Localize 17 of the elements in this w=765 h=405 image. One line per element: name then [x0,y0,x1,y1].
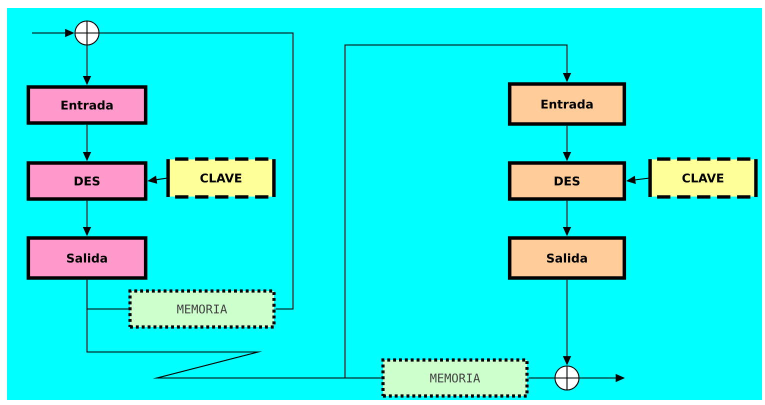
connector-line [528,377,554,379]
xor-circle [554,364,580,392]
connector-line [86,280,128,310]
arrow [344,44,572,378]
connector-line [345,377,382,379]
memory-box: MEMORIA [381,358,529,398]
process-box: Salida [508,236,626,280]
process-box: Entrada [508,82,626,126]
memory-box: MEMORIA [128,289,276,329]
process-box: Entrada [26,85,148,125]
process-box: Salida [26,236,148,280]
process-box: DES [26,161,148,201]
key-box: CLAVE [648,157,758,199]
process-box: DES [508,161,626,201]
xor-circle [74,20,100,46]
connector-line [100,32,294,310]
key-box: CLAVE [166,157,276,199]
